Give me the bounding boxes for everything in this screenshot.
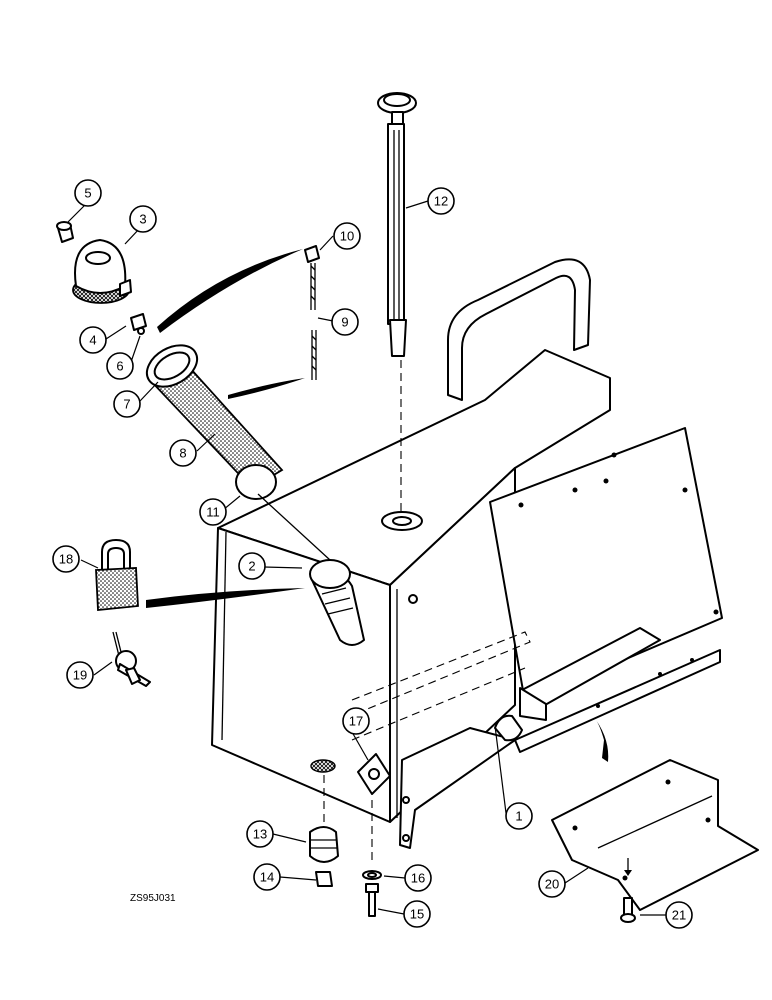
- callout-10: 10: [333, 222, 361, 250]
- callout-6: 6: [106, 352, 134, 380]
- svg-text:5: 5: [84, 186, 91, 201]
- svg-text:4: 4: [89, 333, 96, 348]
- svg-text:9: 9: [341, 315, 348, 330]
- callout-1: 1: [505, 802, 533, 830]
- latch: [357, 753, 391, 795]
- callout-4: 4: [79, 326, 107, 354]
- svg-text:17: 17: [349, 714, 363, 729]
- callout-13: 13: [246, 820, 274, 848]
- callout-14: 14: [253, 863, 281, 891]
- callout-17: 17: [342, 707, 370, 735]
- callout-19: 19: [66, 661, 94, 689]
- callout-18: 18: [52, 545, 80, 573]
- callout-9: 9: [331, 308, 359, 336]
- tether-line: [228, 378, 305, 399]
- callout-11: 11: [199, 498, 227, 526]
- svg-text:13: 13: [253, 827, 267, 842]
- callout-7: 7: [113, 390, 141, 418]
- mounting-bracket: [489, 409, 723, 703]
- callout-12: 12: [427, 187, 455, 215]
- fuel-sender: [377, 92, 417, 518]
- plate-bolt: [620, 897, 636, 923]
- padlock: [95, 539, 139, 611]
- svg-text:11: 11: [206, 505, 220, 520]
- svg-text:7: 7: [123, 397, 130, 412]
- cap-fittings: [130, 313, 147, 335]
- tether-line: [157, 249, 303, 333]
- callout-5: 5: [74, 179, 102, 207]
- filler-cap: [72, 239, 132, 304]
- svg-text:10: 10: [340, 229, 354, 244]
- svg-text:6: 6: [116, 359, 123, 374]
- svg-text:2: 2: [248, 559, 255, 574]
- retaining-chain: [304, 245, 320, 380]
- callout-15: 15: [403, 900, 431, 928]
- callout-2: 2: [238, 552, 266, 580]
- mounting-bolt: [362, 800, 382, 917]
- svg-text:12: 12: [434, 194, 448, 209]
- callout-8: 8: [169, 439, 197, 467]
- drain-plug: [309, 759, 339, 887]
- drawing-code: ZS95J031: [130, 893, 176, 904]
- svg-text:18: 18: [59, 552, 73, 567]
- svg-text:16: 16: [411, 871, 425, 886]
- svg-text:14: 14: [260, 870, 274, 885]
- svg-text:15: 15: [410, 907, 424, 922]
- svg-text:19: 19: [73, 668, 87, 683]
- cover-plate: [551, 720, 759, 911]
- svg-text:21: 21: [672, 908, 686, 923]
- callout-16: 16: [404, 864, 432, 892]
- callout-21: 21: [665, 901, 693, 929]
- callout-20: 20: [538, 870, 566, 898]
- svg-text:1: 1: [515, 809, 522, 824]
- callout-3: 3: [129, 205, 157, 233]
- vent-fitting: [56, 221, 74, 243]
- tank-rails: [351, 627, 721, 849]
- svg-text:20: 20: [545, 877, 559, 892]
- svg-text:3: 3: [139, 212, 146, 227]
- filler-strainer: [145, 344, 331, 561]
- keys: [112, 631, 151, 687]
- svg-text:8: 8: [179, 446, 186, 461]
- tether-line: [146, 588, 305, 608]
